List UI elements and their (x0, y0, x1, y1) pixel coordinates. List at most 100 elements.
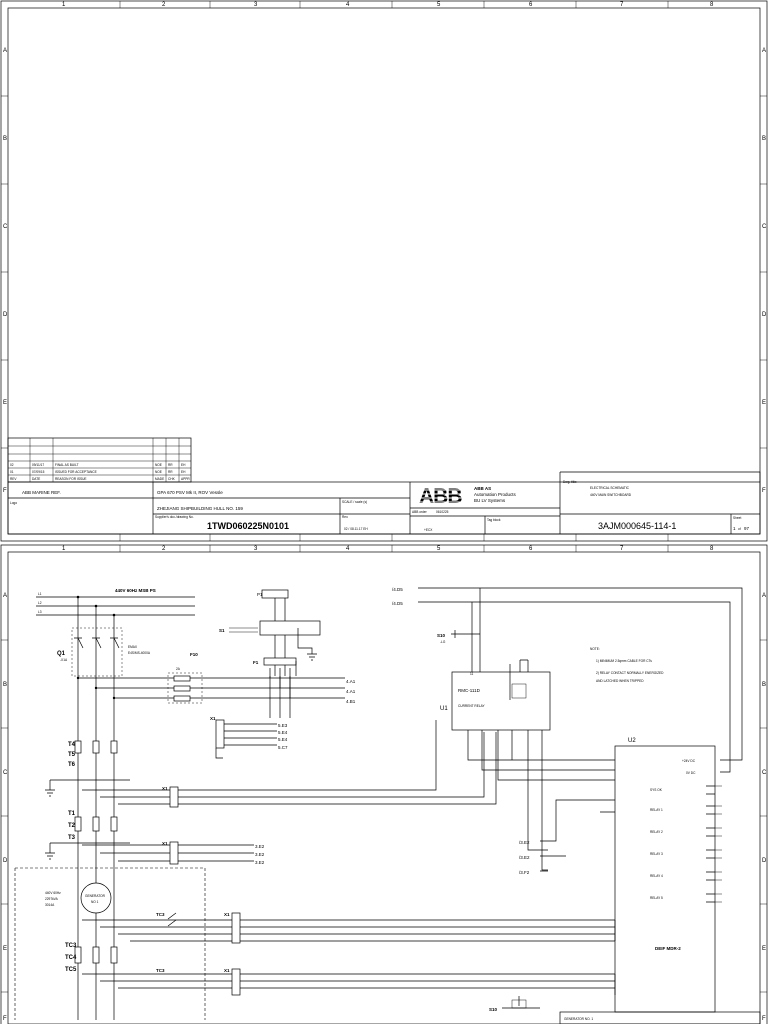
left-ref-3: /3.F2 (519, 870, 530, 875)
rev-checked: RR (168, 463, 173, 467)
grid-row-e-right: E (762, 400, 766, 406)
logo-label: Logo (10, 501, 17, 505)
grid-row-d: D (3, 858, 8, 864)
ref-a-1: 4.A1 (346, 679, 356, 684)
grid-col-7: 7 (620, 2, 624, 8)
note-title: NOTE: (590, 647, 600, 651)
x1-label-b: X1 (162, 786, 168, 791)
grid-col-5: 5 (437, 546, 441, 552)
note-1: 1) MINIMUM 2.5qmm CABLE FOR CTs (596, 659, 652, 663)
breaker-type: EMAX (128, 645, 138, 649)
supplier-doc-label: Supplier's doc./drawing No. (155, 515, 194, 519)
generator-spec-3: 3014A (45, 903, 55, 907)
grid-row-b: B (3, 136, 7, 142)
grid-row-e-right: E (762, 946, 766, 952)
rev-header-appr: APPR (181, 477, 190, 481)
ref-a-2: 4.A1 (346, 689, 356, 694)
rev-header-reason: REASON FOR ISSUE (55, 477, 87, 481)
rev-header-made: MADE (155, 477, 164, 481)
sheet-1-outer-border (0, 0, 768, 542)
sheet-2-footer: GENERATOR NO. 1 (559, 1011, 761, 1024)
ref-e2-2: 3.E2 (255, 852, 265, 857)
grid-row-b-right: B (762, 682, 766, 688)
ref-e-1: 5.E3 (278, 723, 288, 728)
u1-pin-label: 11 (470, 672, 474, 676)
revision-header-row: REV DATE REASON FOR ISSUE MADE CHK APPR (10, 477, 190, 481)
grid-col-4: 4 (346, 546, 350, 552)
generator-label: GENERATOR (85, 894, 106, 898)
company-name: ABB AS (474, 486, 491, 491)
title-block: ABB MARINE REF. Logo GPA 670 PSV Mk II, … (7, 471, 761, 535)
sheet-2-inner-border (7, 551, 761, 1024)
drawing-number: 3AJM000645-114-1 (598, 521, 676, 531)
u2-output-relay4: RELAY 4 (650, 874, 663, 878)
drawing-title-1: ELECTRICAL SCHEMATIC (590, 486, 630, 490)
terminal-tc3-top: TC3 X1 (82, 912, 615, 944)
bottom-s10-label: S10 (489, 1007, 498, 1012)
ct-t3-label: T3 (68, 835, 76, 841)
generator-symbol (80, 882, 112, 914)
left-ref-2: /3.E2 (519, 855, 530, 860)
grid-col-1: 1 (62, 546, 66, 552)
tc5-label: TC5 (65, 967, 77, 973)
sheet-of: of (738, 527, 741, 531)
rev-desc: ISSUED FOR ACCEPTANCE (55, 470, 97, 474)
company-division-1: Automation Products (474, 492, 517, 497)
yard-name: ZHEJIANG SHIPBUILDING HULL NO. 159 (157, 506, 243, 511)
abb-logo: ABB (418, 485, 470, 508)
grid-col-6: 6 (529, 546, 533, 552)
u2-box (614, 745, 716, 1013)
sheet-1-grid-columns: 1 2 3 4 5 6 7 8 (62, 2, 714, 8)
rev-date: 07/09/15 (32, 470, 45, 474)
f10-label: F10 (190, 652, 198, 657)
rev-approved: EH (181, 463, 186, 467)
u1-device: RMC-111D (458, 688, 481, 693)
grid-col-5: 5 (437, 2, 441, 8)
sheet-1: 1 2 3 4 5 6 7 8 A B C D E F A B C D E F (0, 0, 768, 542)
ct-group-t4-t6: T4 T5 T6 (45, 740, 130, 797)
grid-col-4: 4 (346, 2, 350, 8)
p1-label: P1 (257, 592, 263, 597)
supplier-doc-number: 1TWD060225N0101 (207, 521, 289, 531)
breaker-q1-sub: -X1A (60, 658, 68, 662)
left-ref-1: /3.E2 (519, 840, 530, 845)
grid-col-3: 3 (254, 546, 258, 552)
sheet-1-grid-rows: A B C D E F A B C D E F (3, 48, 767, 494)
generator-block: GENERATOR NO 1 440V 60Hz 2297kVA 3014A (14, 867, 206, 1020)
grid-row-d: D (3, 312, 8, 318)
rev-value: 02 / 08.11.17 EH (344, 527, 368, 531)
title-label: Dwg. title: (563, 480, 577, 484)
grid-row-c-right: C (762, 224, 767, 230)
sheet-1-grid-ticks (1, 1, 767, 541)
s10-button: S10 -LG (437, 630, 480, 644)
rev-made: NOE (155, 470, 162, 474)
rev-date: 09/11/17 (32, 463, 44, 467)
rev-header-rev: REV (10, 477, 17, 481)
bus-label-l1: L1 (38, 592, 42, 596)
generator-number: NO 1 (91, 900, 99, 904)
u2-output-sysok: SYS OK (650, 788, 663, 792)
note-3: AND LATCHED WHEN TRIPPED (596, 679, 644, 683)
revision-row: 02 09/11/17 FINAL AS BUILT NOE RR EH (10, 463, 186, 467)
marine-ref-label: ABB MARINE REF. (22, 490, 61, 495)
grid-col-8: 8 (710, 546, 714, 552)
grid-row-d-right: D (762, 858, 767, 864)
grid-col-2: 2 (162, 546, 166, 552)
grid-col-7: 7 (620, 546, 624, 552)
tc3-top-label: TC3 (156, 912, 165, 917)
abb-order-value: 0610225 (436, 510, 449, 514)
sheet-2-grid-rows: A B C D E F A B C D E F (3, 593, 767, 1022)
notes: NOTE: 1) MINIMUM 2.5qmm CABLE FOR CTs 2)… (590, 647, 664, 683)
abb-order-label: ABB order (412, 510, 428, 514)
busbars: 440V 60Hz MSB PS L1 L2 L3 (36, 588, 195, 616)
grid-row-a-right: A (762, 48, 766, 54)
measuring-top: P1 S1 F1 (219, 589, 321, 718)
abb-logo-text: ABB (419, 485, 462, 508)
tc3-bottom-label: TC3 (156, 968, 165, 973)
drawing-title-2: 440V MAIN SWITCHBOARD (590, 493, 632, 497)
note-2: 2) RELAY CONTACT NORMALLY ENERGIZED (596, 671, 664, 675)
ct-t6-label: T6 (68, 762, 76, 768)
u1-box (451, 671, 551, 731)
revision-row: 01 07/09/15 ISSUED FOR ACCEPTANCE NOE RR… (10, 470, 186, 474)
